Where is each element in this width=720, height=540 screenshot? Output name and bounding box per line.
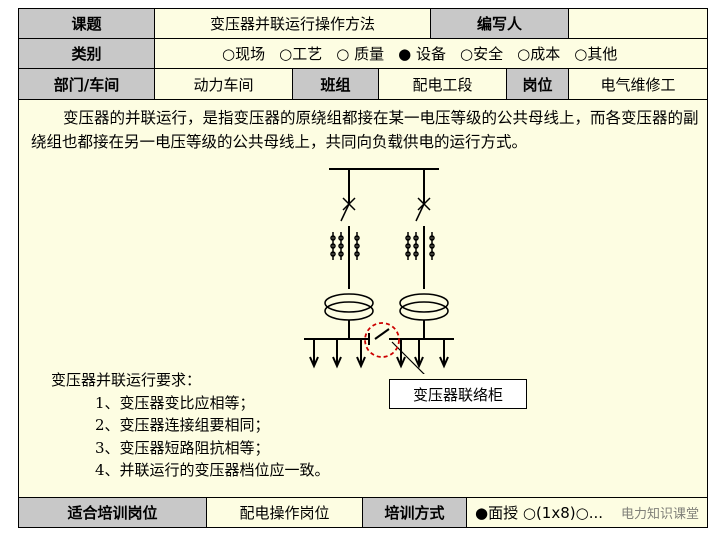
topic-value: 变压器并联运行操作方法 — [155, 9, 431, 38]
requirement-item: 1、变压器变比应相等； — [95, 393, 255, 412]
category-option-equipment[interactable]: ● 设备 — [398, 45, 446, 63]
row-category: 类别 ○现场 ○工艺 ○ 质量 ● 设备 ○安全 ○成本 ○其他 — [19, 39, 707, 69]
left-transformer-branch — [324, 169, 374, 339]
callout-leader — [391, 341, 425, 374]
requirements-list: 变压器并联运行要求： 1、变压器变比应相等； 2、变压器连接组要相同； 3、变压… — [51, 369, 330, 482]
training-post-value: 配电操作岗位 — [207, 498, 363, 527]
feeder-arrows — [309, 339, 449, 369]
intro-paragraph: 变压器的并联运行，是指变压器的原绕组都接在某一电压等级的公共母线上，而各变压器的… — [31, 109, 699, 151]
category-option-other[interactable]: ○其他 — [574, 45, 618, 63]
parallel-transformer-diagram — [304, 168, 454, 374]
category-option-safety[interactable]: ○安全 — [460, 45, 504, 63]
category-option-site[interactable]: ○现场 — [222, 45, 266, 63]
team-label: 班组 — [293, 69, 379, 99]
training-method-label: 培训方式 — [363, 498, 467, 527]
category-option-process[interactable]: ○工艺 — [279, 45, 323, 63]
topic-label: 课题 — [19, 9, 155, 38]
requirement-item: 4、并联运行的变压器档位应一致。 — [95, 461, 330, 479]
dept-label: 部门/车间 — [19, 69, 155, 99]
author-label: 编写人 — [431, 9, 569, 38]
form-sheet: 课题 变压器并联运行操作方法 编写人 类别 ○现场 ○工艺 ○ 质量 ● 设备 … — [18, 8, 708, 528]
row-footer: 适合培训岗位 配电操作岗位 培训方式 ●面授 ○(1x8)○... 电力知识课堂 — [19, 497, 707, 527]
watermark: 电力知识课堂 — [620, 507, 699, 522]
training-post-label: 适合培训岗位 — [19, 498, 207, 527]
bus-tie-callout: 变压器联络柜 — [389, 379, 527, 409]
category-option-quality[interactable]: ○ 质量 — [336, 45, 385, 63]
category-option-cost[interactable]: ○成本 — [517, 45, 561, 63]
requirement-item: 2、变压器连接组要相同； — [95, 416, 270, 434]
post-label: 岗位 — [507, 69, 569, 99]
right-transformer-branch — [399, 169, 449, 339]
bus-tie-highlight-circle — [364, 322, 400, 358]
row-department: 部门/车间 动力车间 班组 配电工段 岗位 电气维修工 — [19, 69, 707, 100]
bus-tie-switch — [368, 328, 399, 345]
dept-value: 动力车间 — [155, 69, 293, 99]
row-topic: 课题 变压器并联运行操作方法 编写人 — [19, 9, 707, 39]
requirement-item: 3、变压器短路阻抗相等； — [95, 438, 270, 457]
category-label: 类别 — [19, 39, 155, 68]
category-options: ○现场 ○工艺 ○ 质量 ● 设备 ○安全 ○成本 ○其他 — [155, 39, 707, 68]
post-value: 电气维修工 — [600, 75, 676, 94]
training-method-value: ●面授 ○(1x8)○... 电力知识课堂 — [475, 504, 699, 522]
author-value — [569, 9, 707, 38]
requirements-title: 变压器并联运行要求： — [51, 371, 202, 389]
team-value: 配电工段 — [379, 69, 507, 99]
